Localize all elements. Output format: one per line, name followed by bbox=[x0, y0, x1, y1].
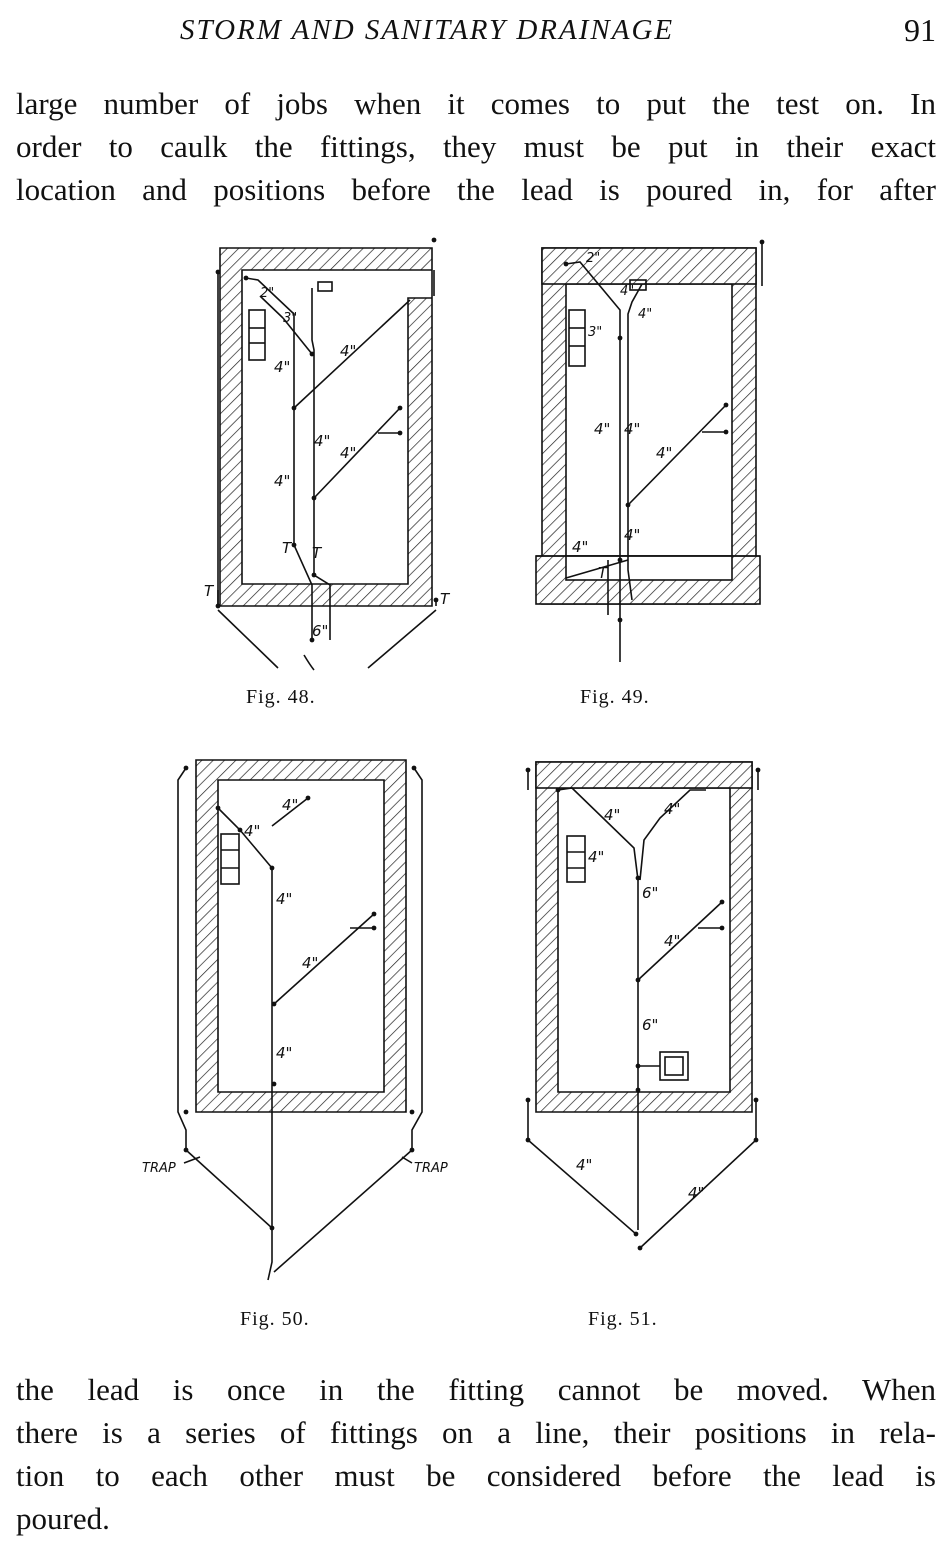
fixture bbox=[568, 309, 586, 367]
trap-label: T bbox=[440, 590, 451, 608]
trap-label: T bbox=[598, 564, 609, 582]
running-head: STORM AND SANITARY DRAINAGE bbox=[180, 14, 675, 46]
figure-caption: Fig. 48. bbox=[246, 686, 316, 708]
text-line: location and positions before the lead i… bbox=[16, 172, 936, 207]
figure-50: 4" 4" 4" 4" 4" TRAP TRAP bbox=[142, 759, 448, 1281]
pipe bbox=[273, 913, 375, 1005]
page-number: 91 bbox=[904, 12, 936, 48]
pipe bbox=[177, 767, 187, 1150]
pipe-size-label: 4" bbox=[664, 800, 680, 818]
pipe bbox=[245, 277, 313, 640]
water-closet bbox=[317, 281, 333, 292]
pipe-size-label: 4" bbox=[276, 890, 292, 908]
text-line: tion to each other must be considered be… bbox=[16, 1458, 936, 1493]
pipe bbox=[565, 261, 621, 612]
fixture bbox=[566, 835, 586, 883]
paragraph-bottom: the lead is once in the fitting cannot b… bbox=[16, 1368, 936, 1540]
pipe bbox=[565, 559, 629, 579]
pipe bbox=[313, 407, 401, 499]
pipe-size-label: 4" bbox=[624, 420, 640, 438]
trap-label: TRAP bbox=[142, 1161, 176, 1176]
pipe bbox=[273, 1149, 413, 1273]
pipe-size-label: 4" bbox=[340, 342, 356, 360]
text-line: the lead is once in the fitting cannot b… bbox=[16, 1372, 936, 1407]
pipe bbox=[557, 787, 639, 1230]
paragraph-top: large number of jobs when it comes to pu… bbox=[16, 82, 936, 211]
page-header: STORM AND SANITARY DRAINAGE 91 bbox=[0, 8, 950, 48]
pipe-size-label: 4" bbox=[664, 932, 680, 950]
text-line: there is a series of fittings on a line,… bbox=[16, 1415, 936, 1450]
pipe-size-label: 4" bbox=[588, 848, 604, 866]
pipe-size-label: 4" bbox=[276, 1044, 292, 1062]
pipe-size-label: 4" bbox=[624, 526, 640, 544]
pipe-size-label: 6" bbox=[642, 1016, 658, 1034]
pipe-size-label: 4" bbox=[302, 954, 318, 972]
pipe-size-label: 4" bbox=[604, 806, 620, 824]
pipe-size-label: 6" bbox=[312, 622, 328, 640]
pipe-size-label: 4" bbox=[340, 444, 356, 462]
pipe-size-label: 4" bbox=[576, 1156, 592, 1174]
figures-illustration: 2" 3" 4" 4" 4" 4" 4" 6" T T T T bbox=[142, 237, 765, 1281]
pipe-size-label: 4" bbox=[282, 796, 298, 814]
wall-hatch bbox=[219, 247, 433, 607]
trap-label: T bbox=[282, 539, 293, 557]
pipe-size-label: 4" bbox=[244, 822, 260, 840]
figure-caption: Fig. 49. bbox=[580, 686, 650, 708]
pipe-size-label: 4" bbox=[638, 307, 652, 322]
pipe bbox=[411, 767, 423, 1150]
pipe bbox=[293, 299, 411, 409]
pipe bbox=[271, 797, 309, 827]
pipe bbox=[639, 789, 706, 881]
pipe bbox=[627, 283, 643, 601]
pipe bbox=[639, 1139, 757, 1249]
pipe bbox=[282, 317, 313, 355]
pipe-size-label: 3" bbox=[283, 311, 297, 326]
pipe-size-label: 4" bbox=[572, 538, 588, 556]
fixture bbox=[248, 309, 266, 361]
pipe bbox=[527, 1139, 637, 1235]
pipe-size-label: 4" bbox=[274, 358, 290, 376]
trap-label: T bbox=[204, 582, 215, 600]
figure-51: 4" 4" 4" 6" 4" 6" 4" 4" bbox=[525, 761, 761, 1251]
pipe-size-label: 4" bbox=[620, 284, 634, 299]
pipe bbox=[367, 609, 437, 669]
pipe bbox=[259, 295, 284, 319]
pipe-size-label: 2" bbox=[586, 251, 600, 266]
pipe-size-label: 3" bbox=[588, 325, 602, 340]
text-line: poured. bbox=[16, 1501, 110, 1536]
water-closet bbox=[629, 279, 647, 291]
figure-48: 2" 3" 4" 4" 4" 4" 4" 6" T T T T bbox=[204, 237, 451, 671]
figure-caption: Fig. 50. bbox=[240, 1308, 310, 1330]
wall-hatch bbox=[195, 759, 407, 1113]
pipe bbox=[627, 404, 727, 506]
fixture bbox=[220, 833, 240, 885]
pipe bbox=[637, 901, 723, 981]
figure-caption: Fig. 51. bbox=[588, 1308, 658, 1330]
pipe bbox=[217, 807, 273, 1281]
trap-label: TRAP bbox=[414, 1161, 448, 1176]
pipe-size-label: 6" bbox=[642, 884, 658, 902]
pipe-size-label: 2" bbox=[260, 286, 274, 301]
text-line: order to caulk the fittings, they must b… bbox=[16, 129, 936, 164]
pipe bbox=[185, 1149, 273, 1229]
trap-label: T bbox=[312, 544, 323, 562]
floor-band bbox=[535, 761, 753, 789]
pipe bbox=[217, 609, 279, 669]
text-line: large number of jobs when it comes to pu… bbox=[16, 86, 936, 121]
pipe-size-label: 4" bbox=[688, 1184, 704, 1202]
pipe-size-label: 4" bbox=[656, 444, 672, 462]
pipe-size-label: 4" bbox=[314, 432, 330, 450]
wall-hatch bbox=[535, 761, 753, 1113]
pipe bbox=[311, 288, 331, 640]
figure-49: 2" 4" 4" 3" 4" 4" 4" 4" 4" T bbox=[535, 239, 765, 662]
pipe-size-label: 4" bbox=[274, 472, 290, 490]
pipe-size-label: 4" bbox=[594, 420, 610, 438]
floor-band bbox=[541, 247, 757, 285]
